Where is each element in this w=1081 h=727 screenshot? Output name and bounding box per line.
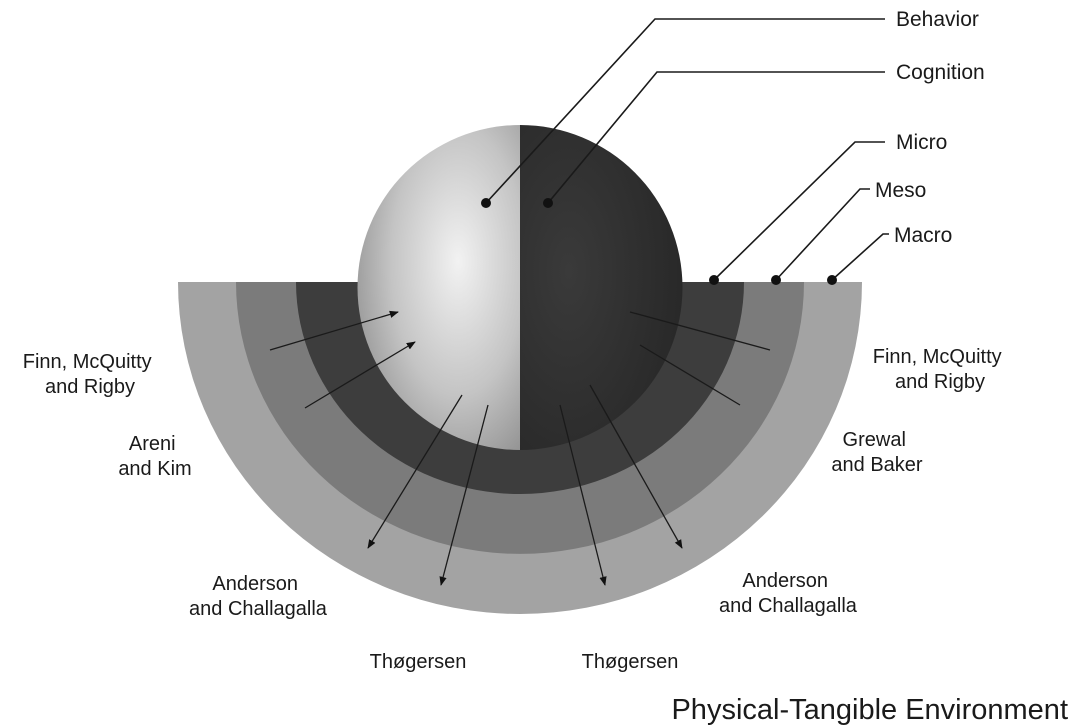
author-right-grewal: Grewal and Baker xyxy=(831,429,923,476)
label-micro: Micro xyxy=(896,131,947,154)
label-meso: Meso xyxy=(875,179,926,202)
author-left-thogersen: Thøgersen xyxy=(370,651,467,673)
diagram-caption: Physical-Tangible Environment xyxy=(671,694,1068,726)
label-behavior: Behavior xyxy=(896,8,979,31)
author-left-areni: Areni and Kim xyxy=(118,433,191,480)
author-right-thogersen: Thøgersen xyxy=(582,651,679,673)
label-macro: Macro xyxy=(894,224,952,247)
label-cognition: Cognition xyxy=(896,61,985,84)
author-left-anderson: Anderson and Challagalla xyxy=(189,573,328,620)
author-right-finn: Finn, McQuitty and Rigby xyxy=(873,346,1007,393)
author-right-anderson: Anderson and Challagalla xyxy=(719,570,858,617)
author-left-finn: Finn, McQuitty and Rigby xyxy=(23,351,157,398)
